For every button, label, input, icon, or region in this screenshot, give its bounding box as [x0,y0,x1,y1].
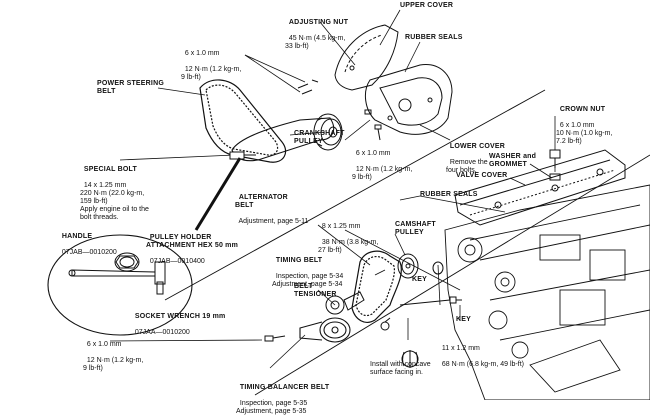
socket-wrench-title: SOCKET WRENCH 19 mm [134,313,226,320]
adjusting-nut-title: ADJUSTING NUT [288,19,349,26]
socket-wrench-label: SOCKET WRENCH 19 mm 07JAA—0010200 [131,305,225,337]
alternator-belt-label: ALTERNATOR BELT Adjustment, page 5-11 [235,186,308,226]
lower-cover-label: LOWER COVER Remove the four bolts. [446,135,505,175]
timing-balancer-belt-note: Inspection, page 5-35 Adjustment, page 5… [236,400,308,415]
timing-balancer-belt-title: TIMING BALANCER BELT [239,384,330,391]
camshaft-pulley-label: CAMSHAFT PULLEY [395,221,436,236]
pulley-holder-label: PULLEY HOLDER ATTACHMENT HEX 50 mm 07JAB… [146,226,238,266]
valve-cover [454,149,626,226]
timing-belt-note: Inspection, page 5-34 Adjustment, page 5… [272,273,344,288]
timing-belt [351,250,402,323]
upper-cover-label: UPPER COVER [400,2,454,9]
upper-cover [334,24,399,91]
bolt-6x1-mid-label: 6 x 1.0 mm 12 N·m (1.2 kg-m, 9 lb-ft) [352,142,412,182]
crankshaft-pulley-label: CRANKSHAFT PULLEY [294,130,345,145]
washer-grommet-label: WASHER and GROMMET [489,153,537,168]
alternator-belt-title: ALTERNATOR BELT [235,194,288,209]
bolt-11x12-size: 11 x 1.2 mm [441,345,480,352]
timing-belt-exploded-diagram: ADJUSTING NUT 45 N·m (4.5 kg-m, 33 lb-ft… [47,2,650,415]
section-dividers [164,89,650,396]
pulley-holder-title: PULLEY HOLDER ATTACHMENT HEX 50 mm [146,234,239,249]
crown-nut [549,149,561,168]
bolt-8x125-label: 8 x 1.25 mm 38 N·m (3.8 kg-m, 27 lb-ft) [318,215,378,255]
handle-part: 07JAB—0010200 [61,249,117,256]
crown-nut-title: CROWN NUT [559,106,606,113]
timing-belt-title: TIMING BELT [275,257,323,264]
install-note-label: Install with concave surface facing in. [370,361,431,376]
rubber-seals-top-label: RUBBER SEALS [405,34,463,41]
power-steering-belt [199,79,287,163]
alternator-belt-note: Adjustment, page 5-11 [238,218,309,225]
special-bolt-spec: 14 x 1.25 mm 220 N·m (22.0 kg-m, 159 lb-… [80,182,149,221]
lower-cover [364,64,453,135]
bolt-6x1-low-spec: 12 N·m (1.2 kg-m, 9 lb-ft) [83,357,144,372]
bolt-6x1-low-label: 6 x 1.0 mm 12 N·m (1.2 kg-m, 9 lb-ft) [83,333,143,373]
lower-cover-note: Remove the four bolts. [446,159,488,174]
pulley-holder-part: 07JAB—0010400 [149,258,205,265]
bolt-6x1-mid-spec: 12 N·m (1.2 kg-m, 9 lb-ft) [352,166,413,181]
bolt-11x12-spec: 68 N·m (6.8 kg-m, 49 lb-ft) [441,361,524,368]
special-bolt-label: SPECIAL BOLT 14 x 1.25 mm 220 N·m (22.0 … [80,158,149,222]
alternator-belt [231,117,335,162]
crankshaft-pulley [313,113,343,151]
adjusting-nut-label: ADJUSTING NUT 45 N·m (4.5 kg-m, 33 lb-ft… [285,11,348,51]
handle-label: HANDLE 07JAB—0010200 [58,225,117,257]
key-upper-label: KEY [412,276,427,283]
handle-title: HANDLE [61,233,93,240]
bolt-6x1-low-size: 6 x 1.0 mm [86,341,122,348]
crown-nut-spec: 6 x 1.0 mm 10 N·m (1.0 kg-m, 7.2 lb-ft) [556,122,613,145]
bolt-8x125-spec: 38 N·m (3.8 kg-m, 27 lb-ft) [318,239,379,254]
timing-belt-label: TIMING BELT Inspection, page 5-34 Adjust… [272,249,343,289]
inset-pointer [194,157,242,231]
camshaft-pulley [397,253,444,279]
bolt-6x1-top-label: 6 x 1.0 mm 12 N·m (1.2 kg-m, 9 lb-ft) [181,42,241,82]
bolt-6x1-top-size: 6 x 1.0 mm [184,50,220,57]
bolt-6x1-mid-size: 6 x 1.0 mm [355,150,391,157]
small-bolts-top [297,79,382,141]
special-bolt [229,151,256,160]
timing-balancer-belt [299,317,351,343]
lower-cover-title: LOWER COVER [449,143,505,150]
diagram-artwork [47,9,650,400]
belt-tensioner [325,291,365,315]
adjusting-nut-spec: 45 N·m (4.5 kg-m, 33 lb-ft) [285,35,346,50]
bolt-8x125-size: 8 x 1.25 mm [321,223,361,230]
bolt-11x12-label: 11 x 1.2 mm 68 N·m (6.8 kg-m, 49 lb-ft) [438,337,524,369]
bolt-6x1-top-spec: 12 N·m (1.2 kg-m, 9 lb-ft) [181,66,242,81]
valve-cover-label: VALVE COVER [456,172,508,179]
socket-wrench-part: 07JAA—0010200 [134,329,190,336]
crown-nut-label: CROWN NUT 6 x 1.0 mm 10 N·m (1.0 kg-m, 7… [556,98,612,146]
small-parts-lower [264,296,462,368]
tool-inset [47,234,193,336]
key-lower-label: KEY [456,316,471,323]
leader-lines [109,9,556,369]
power-steering-belt-label: POWER STEERING BELT [97,80,164,95]
special-bolt-title: SPECIAL BOLT [83,166,137,173]
belt-tensioner-label: BELT TENSIONER [294,283,337,298]
timing-balancer-belt-label: TIMING BALANCER BELT Inspection, page 5-… [236,376,329,416]
rubber-seals-right-label: RUBBER SEALS [420,191,478,198]
